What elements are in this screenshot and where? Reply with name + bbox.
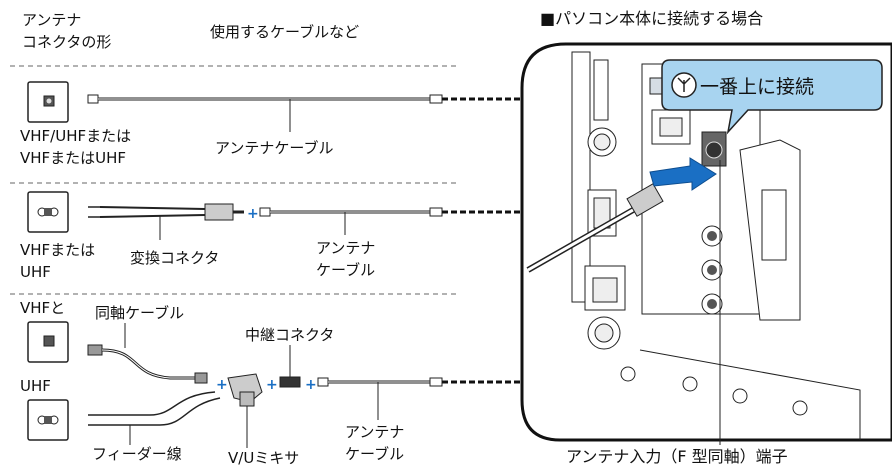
row2-antenna-cable: [259, 207, 520, 235]
row1-connector-label-line2: VHFまたはUHF: [20, 149, 127, 167]
row3-feeder-label: フィーダー線: [92, 445, 182, 463]
row3-uhf-label: UHF: [20, 377, 51, 395]
row3-coax-cable: [87, 323, 208, 384]
row3-mixer-label: V/Uミキサ: [228, 449, 300, 467]
svg-text:+: +: [305, 377, 317, 393]
svg-text:+: +: [247, 206, 259, 222]
row3-plus-3: +: [305, 377, 317, 393]
connector-shape-header-line2: コネクタの形: [22, 33, 112, 51]
pc-case-title: ■パソコン本体に接続する場合: [540, 9, 764, 28]
row-separators: [10, 65, 460, 295]
row1-cable-label: アンテナケーブル: [215, 139, 334, 157]
row2-conversion-connector: [88, 203, 244, 240]
row2-cable-label-line2: ケーブル: [316, 261, 376, 279]
row3-cable-label-line2: ケーブル: [345, 445, 405, 463]
pc-back-panel: [520, 42, 892, 442]
row2-connector-label-line1: VHFまたは: [20, 241, 96, 259]
row3-antenna-cable: [317, 377, 520, 420]
row2-connector-icon: [27, 191, 69, 233]
row3-relay-label: 中継コネクタ: [245, 326, 335, 344]
row3-cable-label-line1: アンテナ: [345, 423, 405, 441]
row1-connector-icon: [27, 81, 69, 123]
row3-vhf-label: VHFと: [20, 299, 66, 317]
row2-connector-label-line2: UHF: [20, 263, 51, 281]
row1-connector-label-line1: VHF/UHFまたは: [20, 127, 132, 145]
row3-relay-connector: [279, 345, 301, 388]
antenna-input-port-label: アンテナ入力（F 型同軸）端子: [566, 447, 788, 466]
connector-shape-header-line1: アンテナ: [22, 11, 82, 29]
row3-uhf-connector-icon: [27, 399, 69, 441]
row3-plus-2: +: [266, 377, 278, 393]
cables-used-header: 使用するケーブルなど: [210, 23, 360, 41]
svg-text:+: +: [216, 377, 228, 393]
row3-plus-1: +: [216, 377, 228, 393]
pc-antenna-cable: [526, 183, 664, 273]
row2-plus-sign: +: [247, 206, 259, 222]
insert-arrow: [649, 157, 717, 191]
svg-text:+: +: [266, 377, 278, 393]
row3-feeder-line: [88, 391, 221, 445]
row2-adapter-label: 変換コネクタ: [130, 249, 220, 267]
row1-antenna-cable: [87, 94, 520, 132]
row3-vhf-connector-icon: [27, 321, 69, 363]
row2-cable-label-line1: アンテナ: [316, 239, 376, 257]
antenna-icon: [671, 72, 697, 98]
row3-vu-mixer: [227, 373, 263, 448]
callout-bubble: [661, 59, 883, 135]
row3-coax-label: 同軸ケーブル: [95, 304, 185, 322]
callout-label: 一番上に接続: [700, 76, 815, 98]
